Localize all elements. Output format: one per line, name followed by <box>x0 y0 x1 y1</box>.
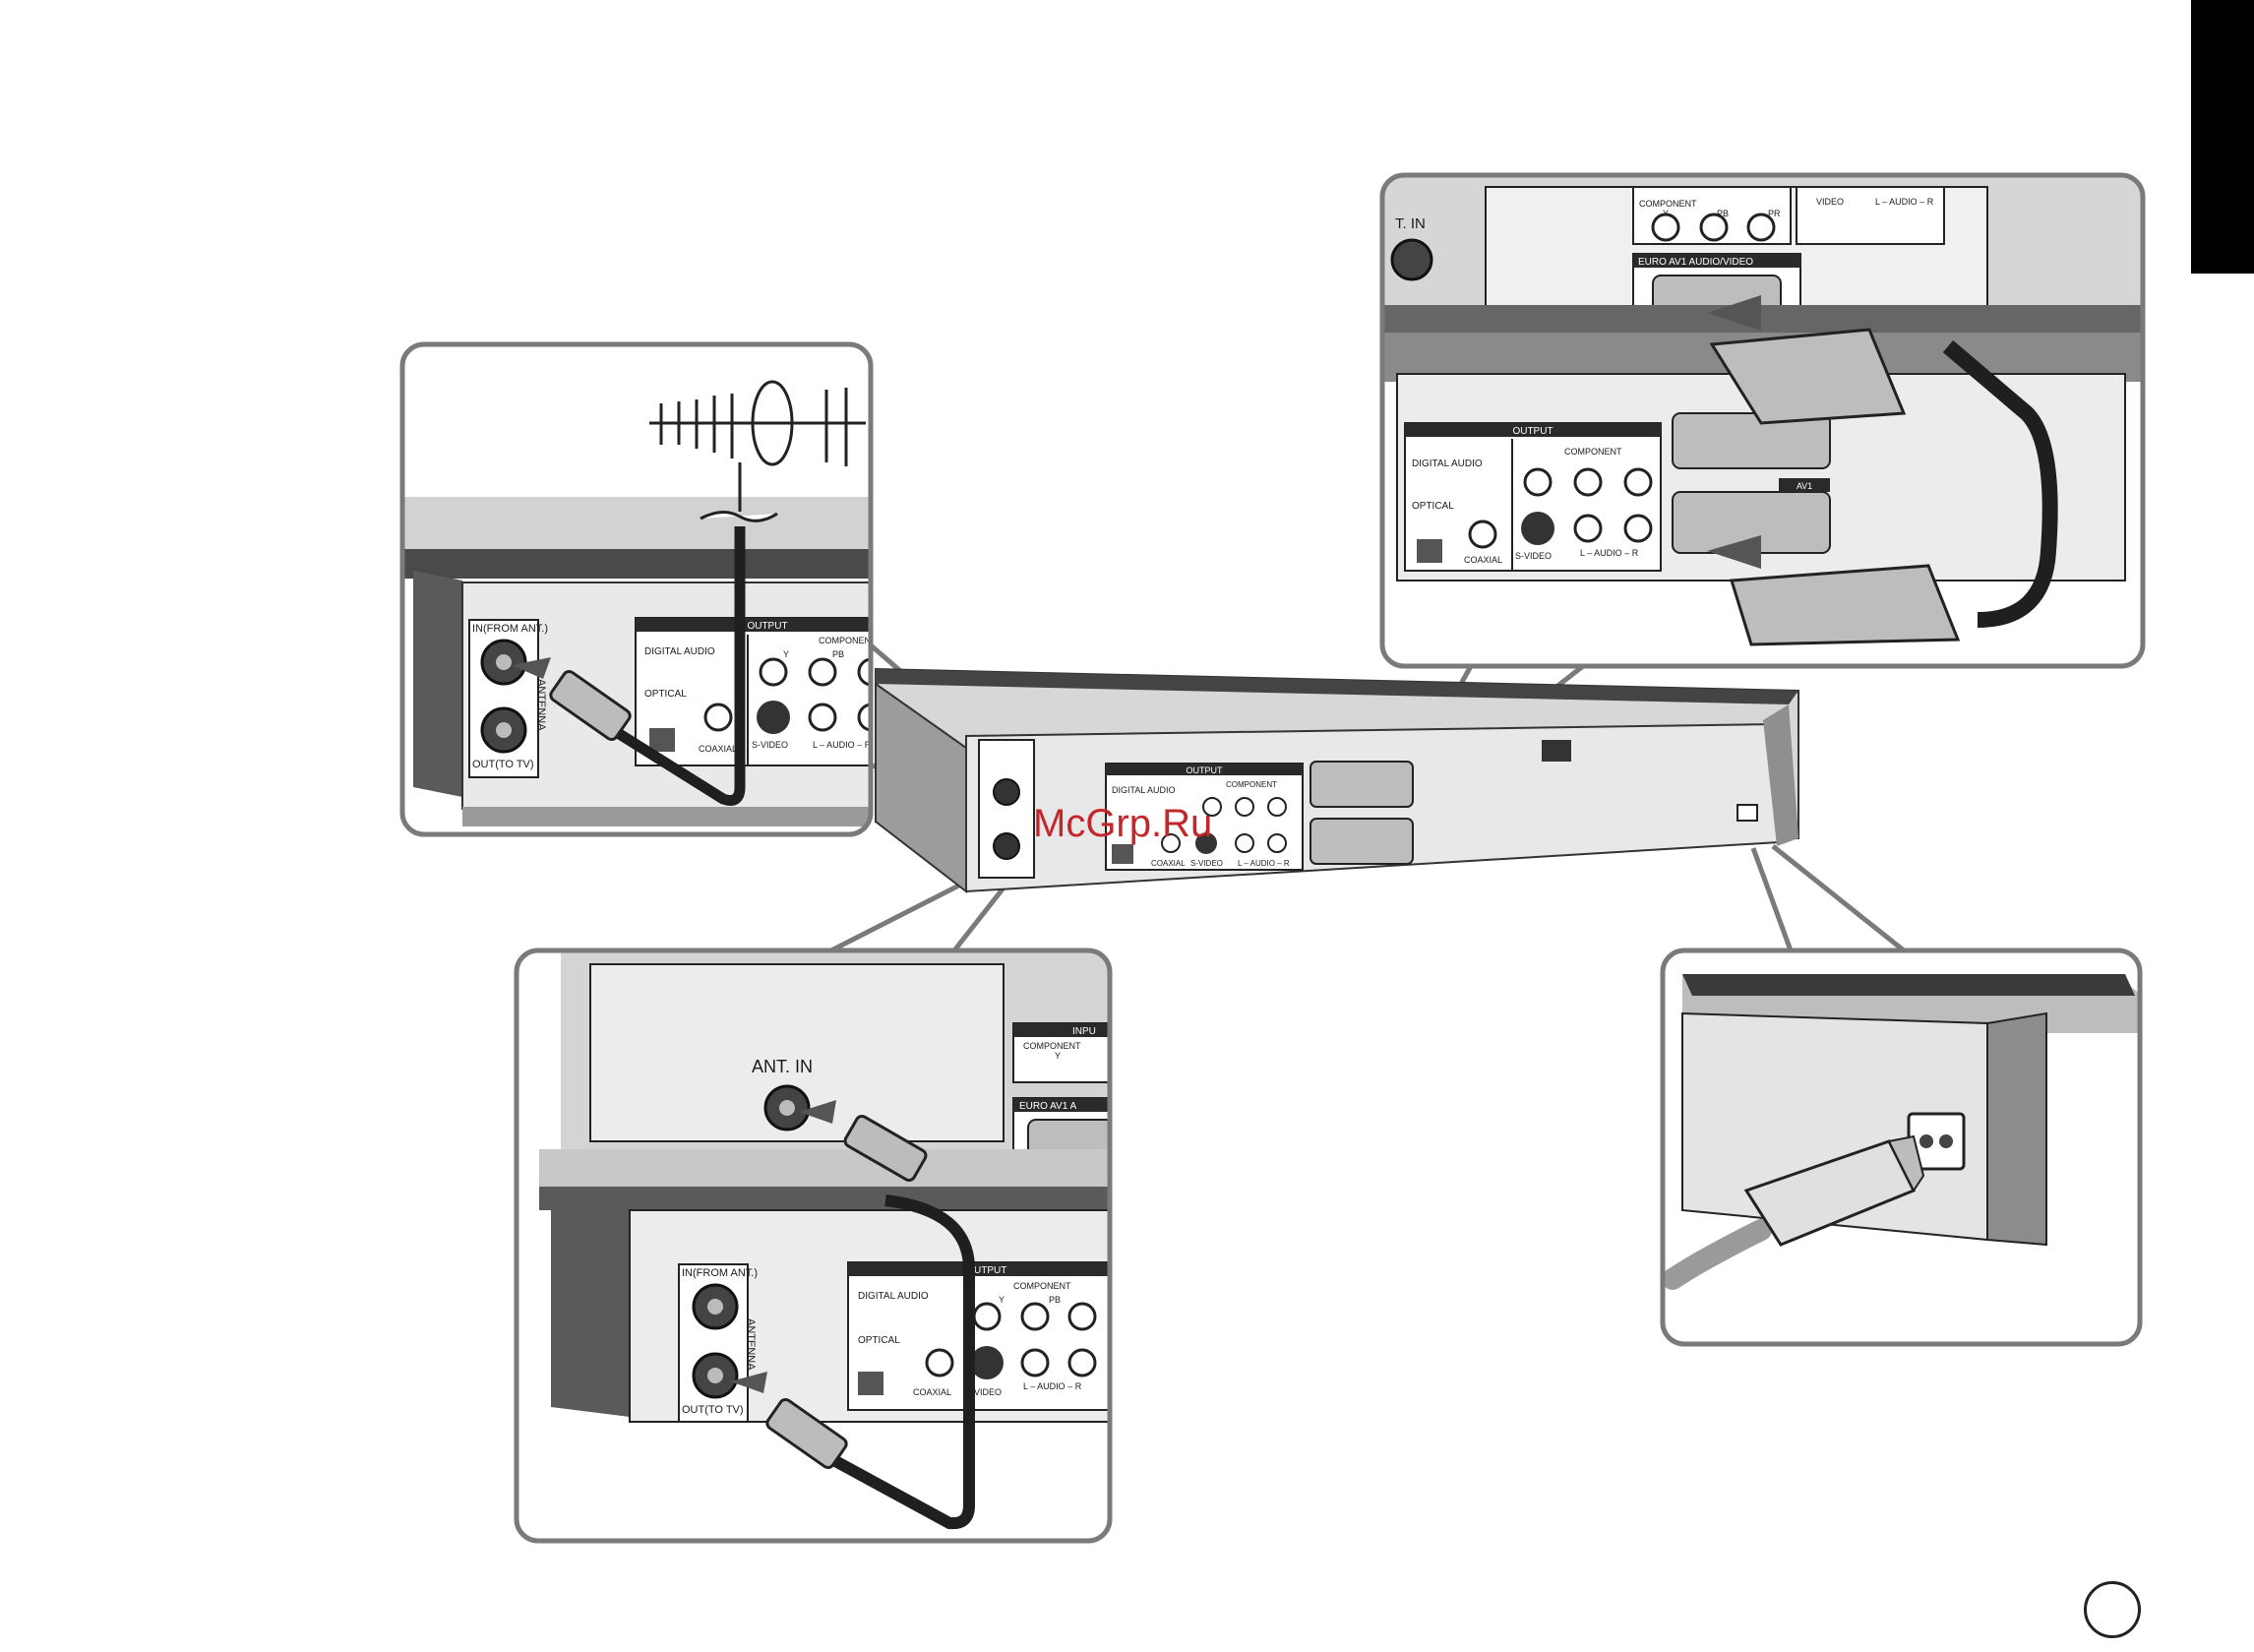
a-y-label: Y <box>783 649 789 659</box>
c-digital-audio-label: DIGITAL AUDIO <box>858 1291 929 1302</box>
b-audio-label: L – AUDIO – R <box>1580 548 1639 558</box>
c-audio-label: L – AUDIO – R <box>1023 1381 1082 1391</box>
rec-component-label: COMPONENT <box>1226 780 1277 789</box>
a-output-label: OUTPUT <box>747 621 787 632</box>
c-video-fragment: VIDEO <box>974 1387 1002 1397</box>
b-optical-label: OPTICAL <box>1412 501 1454 512</box>
a-coaxial-label: COAXIAL <box>699 744 737 754</box>
b-euro-av1-label: EURO AV1 AUDIO/VIDEO <box>1638 257 1753 268</box>
b-scart-plug-top <box>1709 328 1907 425</box>
panel-antenna: IN(FROM ANT.) OUT(TO TV) ANTENNA OUTPUT … <box>399 341 877 837</box>
a-out-label: OUT(TO TV) <box>472 759 534 770</box>
b-video-label: VIDEO <box>1816 197 1844 207</box>
rec-scart-1 <box>1310 761 1414 808</box>
c-input-fragment: INPU <box>1072 1026 1096 1037</box>
c-rf-cable <box>823 1194 975 1530</box>
b-digital-audio-label: DIGITAL AUDIO <box>1412 459 1483 469</box>
a-optical-jack <box>649 728 675 752</box>
c-ant-in-label: ANT. IN <box>752 1057 813 1076</box>
a-optical-label: OPTICAL <box>644 689 687 700</box>
b-rec-scart-1 <box>1672 412 1831 469</box>
rec-output-label: OUTPUT <box>1187 765 1224 775</box>
watermark: McGrp.Ru <box>1033 802 1212 845</box>
c-y2-label: Y <box>999 1295 1005 1305</box>
rec-power-inlet <box>1736 804 1758 822</box>
c-rf-plug-bottom <box>765 1397 848 1470</box>
c-optical-label: OPTICAL <box>858 1335 900 1346</box>
a-antenna-vertical: ANTENNA <box>535 679 547 731</box>
panel-power <box>1660 948 2143 1347</box>
recorder-rear: OUTPUT DIGITAL AUDIO COMPONENT COAXIAL S… <box>875 667 1799 894</box>
c-component2-label: COMPONENT <box>1013 1281 1071 1291</box>
rf-in-jack <box>993 778 1020 806</box>
rec-audio-label: L – AUDIO – R <box>1238 859 1290 868</box>
c-y-label: Y <box>1055 1051 1061 1061</box>
rec-svideo-label: S-VIDEO <box>1190 859 1223 868</box>
a-component-label: COMPONENT <box>819 636 877 645</box>
b-scart-plug-bottom <box>1730 564 1961 646</box>
rec-rca-jacks <box>1161 797 1287 853</box>
c-coaxial-label: COAXIAL <box>913 1387 951 1397</box>
a-svideo-jack <box>757 701 790 734</box>
c-output-fragment: UTPUT <box>974 1265 1006 1276</box>
b-svideo-jack <box>1521 512 1554 545</box>
a-rf-plug <box>549 669 632 742</box>
c-in-label: IN(FROM ANT.) <box>682 1267 758 1279</box>
b-coaxial-label: COAXIAL <box>1464 555 1502 565</box>
b-audio-top-label: L – AUDIO – R <box>1875 197 1934 207</box>
b-component-label: COMPONENT <box>1639 199 1697 209</box>
rf-out-jack <box>993 832 1020 860</box>
panel-tv-rf: ANT. IN INPU COMPONENT Y EURO AV1 A IN(F… <box>514 948 1113 1544</box>
a-in-label: IN(FROM ANT.) <box>472 623 548 635</box>
b-output-label: OUTPUT <box>1512 426 1553 437</box>
c-antenna-vertical: ANTENNA <box>745 1318 757 1371</box>
panel-scart: T. IN COMPONENT Y PB PR VIDEO L – AUDIO … <box>1379 172 2146 669</box>
rec-optical-jack <box>1112 844 1133 864</box>
c-out-label: OUT(TO TV) <box>682 1404 744 1416</box>
d-power-cable <box>1663 1219 1772 1290</box>
a-antenna-cable <box>607 526 746 806</box>
antenna-icon <box>649 380 866 512</box>
rec-digital-audio-label: DIGITAL AUDIO <box>1112 785 1176 795</box>
b-av1-label: AV1 <box>1797 481 1812 491</box>
rec-svideo-jack <box>1195 832 1217 854</box>
section-tab <box>2191 0 2254 274</box>
b-pb-label: PB <box>1717 209 1729 218</box>
b-optical-jack <box>1417 539 1442 563</box>
a-digital-audio-label: DIGITAL AUDIO <box>644 646 715 657</box>
page-number-circle <box>2084 1581 2141 1638</box>
b-component-label-2: COMPONENT <box>1564 447 1622 457</box>
b-svideo-label: S-VIDEO <box>1515 551 1552 561</box>
c-pb-label: PB <box>1049 1295 1061 1305</box>
b-scart-cable <box>1942 339 2058 628</box>
b-pr-label: PR <box>1768 209 1781 218</box>
c-rf-plug-top <box>843 1114 928 1183</box>
c-euro-fragment: EURO AV1 A <box>1019 1101 1077 1112</box>
rec-scart-2 <box>1310 818 1414 865</box>
a-svideo-label: S-VIDEO <box>752 740 788 750</box>
a-audio-label: L – AUDIO – R <box>813 740 872 750</box>
a-pb-label: PB <box>832 649 844 659</box>
b-ant-in-fragment: T. IN <box>1395 215 1426 232</box>
rec-hdmi-port <box>1542 740 1571 762</box>
rec-coaxial-label: COAXIAL <box>1151 859 1186 868</box>
c-component-label: COMPONENT <box>1023 1041 1081 1051</box>
